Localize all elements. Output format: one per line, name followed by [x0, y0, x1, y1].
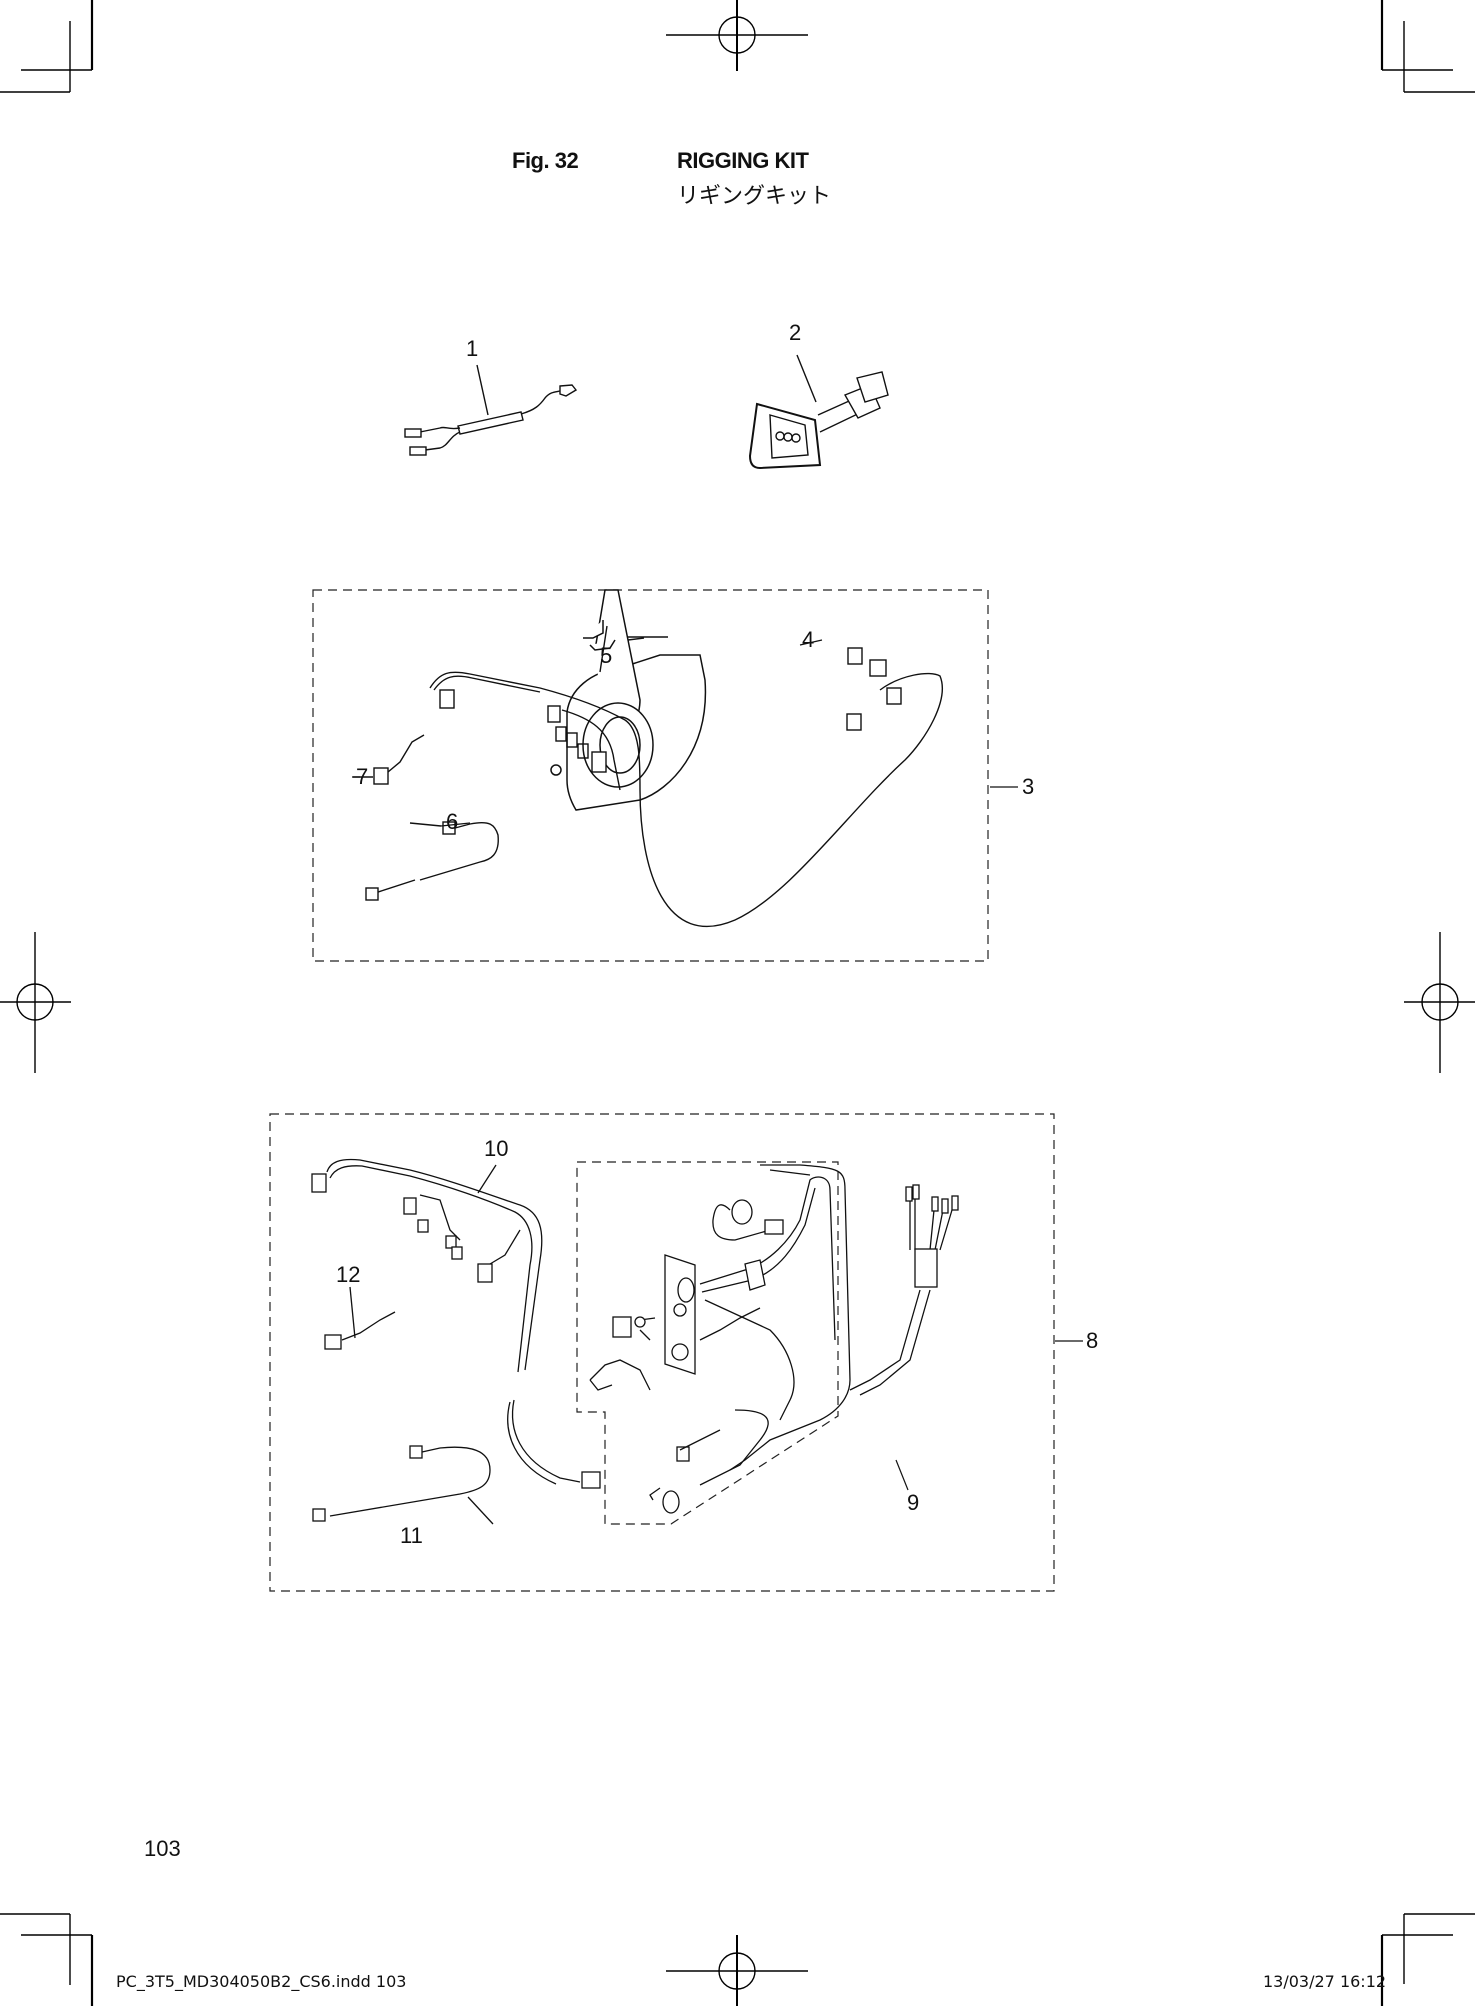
crop-mark-top-left [0, 0, 94, 93]
callout-5[interactable]: 5 [600, 643, 613, 668]
part-11-wire[interactable] [312, 1445, 494, 1525]
callout-8[interactable]: 8 [1086, 1328, 1099, 1353]
callout-6[interactable]: 6 [446, 809, 459, 834]
callout-12[interactable]: 12 [336, 1262, 361, 1287]
group-box-8 [269, 1113, 1055, 1592]
callout-9[interactable]: 9 [907, 1490, 920, 1515]
figure-title-japanese: リギングキット [677, 184, 832, 209]
keys-and-lanyard [589, 1316, 656, 1391]
part-5-harness[interactable] [429, 625, 943, 928]
part-2-socket[interactable] [748, 354, 889, 470]
part-4-remote-control[interactable] [550, 589, 707, 811]
crop-mark-bottom-right [1380, 1913, 1475, 2006]
registration-mark-left [0, 932, 71, 1073]
group-box-9 [576, 1161, 839, 1525]
part-1-lead-wire[interactable] [404, 364, 578, 456]
registration-mark-top [666, 0, 808, 71]
callout-4[interactable]: 4 [802, 627, 815, 652]
footer-file-name: PC_3T5_MD304050B2_CS6.indd 103 [116, 1972, 407, 1991]
group-box-3 [312, 589, 989, 962]
crop-mark-bottom-left [0, 1913, 94, 2006]
footer-timestamp: 13/03/27 16:12 [1263, 1972, 1387, 1991]
callout-2[interactable]: 2 [789, 320, 802, 345]
callout-3[interactable]: 3 [1022, 774, 1035, 799]
registration-mark-bottom [666, 1935, 808, 2006]
part-12-plug[interactable] [324, 1286, 396, 1350]
callout-1[interactable]: 1 [466, 336, 479, 361]
figure-title: RIGGING KIT [677, 148, 809, 173]
part-9-main-harness[interactable] [649, 1164, 959, 1514]
crop-mark-top-right [1380, 0, 1475, 93]
page-number: 103 [144, 1836, 181, 1861]
callout-7[interactable]: 7 [356, 764, 369, 789]
figure-number: Fig. 32 [512, 148, 579, 173]
callout-10[interactable]: 10 [484, 1136, 509, 1161]
callout-11[interactable]: 11 [400, 1523, 423, 1548]
part-6-wire[interactable] [365, 821, 499, 901]
part-4-connectors [627, 636, 902, 731]
leader-9 [895, 1459, 909, 1491]
registration-mark-right [1404, 932, 1475, 1073]
part-10-harness[interactable] [311, 1158, 601, 1489]
